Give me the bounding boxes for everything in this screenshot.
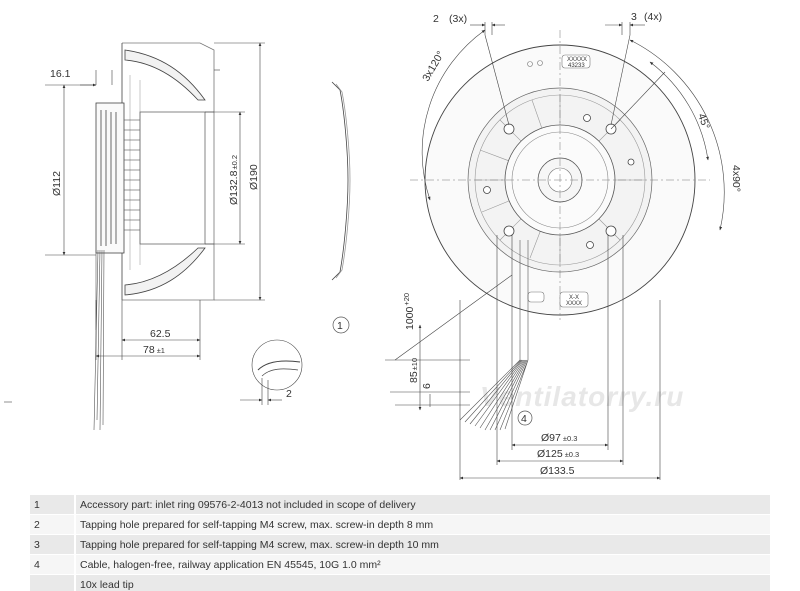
dim-62-5: 62.5 [150, 328, 171, 340]
legend-row: 1 Accessory part: inlet ring 09576-2-401… [30, 495, 770, 515]
callout-2-count: (3x) [449, 13, 467, 25]
legend-text: Tapping hole prepared for self-tapping M… [75, 534, 770, 555]
legend-number: 1 [30, 495, 76, 515]
dim-d133-5: Ø133.5 [540, 465, 575, 477]
label-bottom-line2: XXXX [566, 301, 582, 307]
legend-number: 2 [30, 514, 76, 535]
angle-3x120: 3x120° [420, 49, 447, 83]
legend-row: 3 Tapping hole prepared for self-tapping… [30, 534, 770, 555]
legend-text: Cable, halogen-free, railway application… [75, 554, 770, 575]
dim-d125: Ø125±0.3 [537, 448, 579, 460]
callout-2-label: 2 [433, 13, 439, 25]
legend-number: 4 [30, 554, 76, 575]
watermark: Ventilatorry.ru [480, 381, 684, 412]
callout-3-label: 3 [631, 11, 637, 23]
strip-85: 85±10 [408, 358, 420, 383]
callout-1-label: 1 [337, 320, 343, 332]
callout-1-circle [332, 316, 350, 334]
side-view [93, 42, 215, 431]
front-view: XXXXX 43233 X-X XXXX [410, 30, 710, 431]
angle-45: 45° [695, 112, 712, 131]
legend-row: 4 Cable, halogen-free, railway applicati… [30, 554, 770, 575]
dim-d190: Ø190 [248, 164, 260, 190]
dim-16-1: 16.1 [50, 68, 71, 80]
legend-text: Accessory part: inlet ring 09576-2-4013 … [75, 495, 770, 515]
legend-number [30, 574, 76, 591]
cable-length: 1000+20 [402, 293, 416, 330]
callout-4-circle [517, 410, 533, 426]
legend-row: 10x lead tip [30, 574, 770, 591]
legend-text: 10x lead tip [75, 574, 770, 591]
angle-4x90: 4x90° [730, 165, 742, 192]
dim-d97: Ø97±0.3 [541, 432, 577, 444]
legend-table: 1 Accessory part: inlet ring 09576-2-401… [30, 495, 770, 591]
legend-text: Tapping hole prepared for self-tapping M… [75, 514, 770, 535]
technical-drawing: Ventilatorry.ru [4, 11, 742, 480]
dim-2: 2 [286, 388, 292, 400]
label-top-line1: XXXXX [567, 57, 587, 63]
legend-number: 3 [30, 534, 76, 555]
dim-d132-8: Ø132.8±0.2 [228, 155, 240, 205]
dim-d112: Ø112 [51, 171, 63, 196]
legend-row: 2 Tapping hole prepared for self-tapping… [30, 514, 770, 535]
label-bottom-line1: X-X [569, 295, 579, 301]
callout-4-label: 4 [521, 413, 527, 425]
dim-78: 78±1 [143, 344, 165, 356]
label-top-line2: 43233 [568, 63, 585, 69]
detail-circle [240, 339, 303, 405]
strip-6: 6 [421, 383, 433, 389]
inlet-ring-profile [331, 81, 351, 281]
callout-3-count: (4x) [644, 11, 662, 23]
